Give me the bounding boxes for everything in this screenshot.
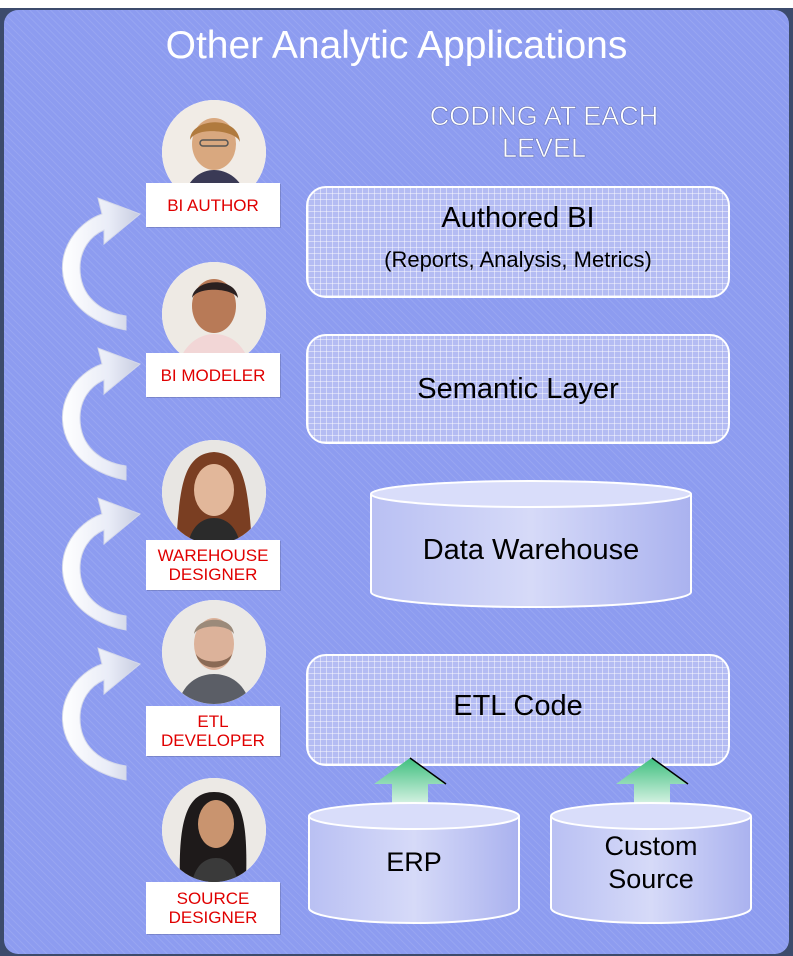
curved-up-arrow-icon [61,647,141,781]
curved-up-arrow-icon [61,497,141,631]
layer-detail: (Reports, Analysis, Metrics) [384,247,652,272]
role-label: WAREHOUSE [157,546,269,565]
role-label: SOURCE [176,889,250,908]
role-label: BI MODELER [160,365,266,385]
subtitle-line-2: LEVEL [501,133,587,164]
custom-source-line-1: Custom [604,831,698,861]
erp-cylinder [308,802,520,924]
role-badge-source-designer: SOURCE DESIGNER [146,882,280,934]
green-up-arrow-icon [374,757,447,804]
etl-developer-avatar [162,600,266,704]
authored-bi-layer: Authored BI (Reports, Analysis, Metrics) [306,186,730,298]
green-up-arrow-icon [616,757,689,804]
role-label: DEVELOPER [161,731,265,750]
semantic-layer: Semantic Layer [306,334,730,444]
role-label: DESIGNER [168,908,258,927]
custom-source-line-2: Source [608,864,694,894]
source-designer-avatar [162,778,266,882]
role-label: BI AUTHOR [167,195,259,215]
diagram-panel [4,10,789,954]
layer-title: Semantic Layer [417,372,619,405]
diagram-title: Other Analytic Applications [165,24,628,67]
custom-source-label: Custom Source [550,830,752,896]
custom-source-cylinder [550,802,752,924]
role-badge-etl-developer: ETL DEVELOPER [146,706,280,756]
data-warehouse-cylinder [370,480,692,608]
layer-title: Authored BI [441,202,595,234]
person-photo [162,262,266,366]
top-stripe [0,0,793,8]
curved-up-arrow-icon [61,347,141,481]
data-warehouse-label: Data Warehouse [422,534,640,566]
role-badge-warehouse-designer: WAREHOUSE DESIGNER [146,540,280,590]
etl-code-layer: ETL Code [306,654,730,766]
role-badge-bi-author: BI AUTHOR [146,183,280,227]
bi-modeler-avatar [162,262,266,366]
role-label: ETL [197,712,229,731]
warehouse-designer-avatar [162,440,266,544]
subtitle-line-1: CODING AT EACH [429,101,659,132]
person-photo [162,440,266,544]
person-photo [162,778,266,882]
layer-title: ETL Code [453,690,583,722]
diagram-subtitle: CODING AT EACH LEVEL [300,100,788,164]
erp-label: ERP [386,847,442,877]
role-label: DESIGNER [168,565,258,584]
curved-up-arrow-icon [61,197,141,331]
role-badge-bi-modeler: BI MODELER [146,353,280,397]
person-photo [162,600,266,704]
